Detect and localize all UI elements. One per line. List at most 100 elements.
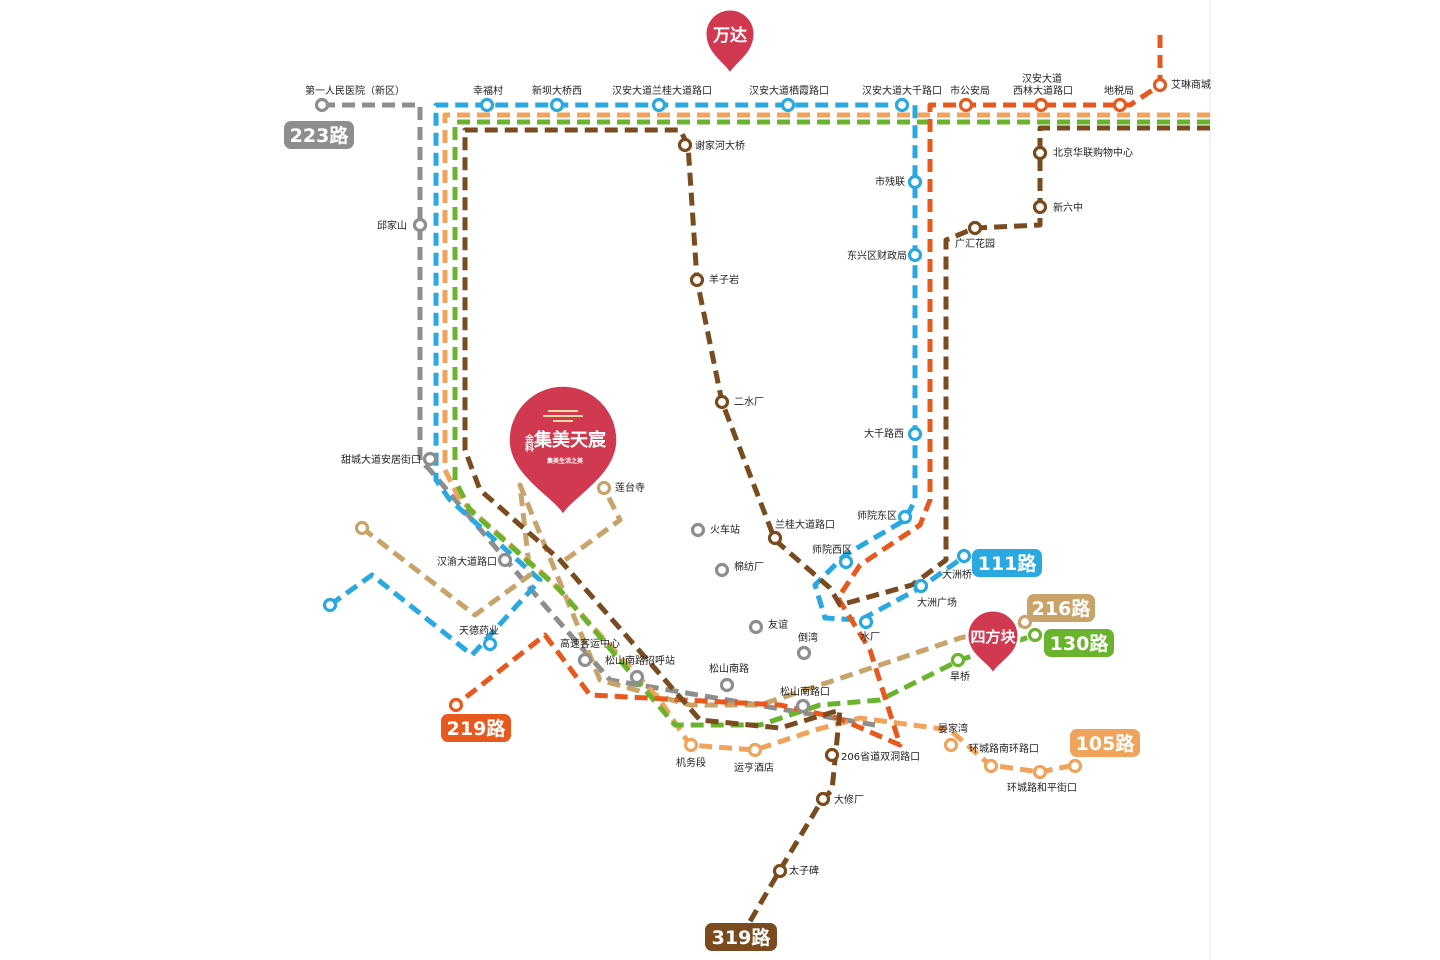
pin-label: 万达	[712, 25, 747, 46]
stop-label: 第一人民医院（新区）	[305, 84, 405, 97]
stops	[314, 77, 1168, 879]
stop-marker	[354, 520, 370, 536]
stop-marker	[596, 480, 612, 496]
stop-labels: 第一人民医院（新区） 幸福村 新坝大桥西 汉安大道兰桂大道路口 汉安大道栖霞路口…	[305, 72, 1211, 877]
stop-label: 汉安大道兰桂大道路口	[612, 84, 712, 97]
stop-marker	[629, 669, 645, 685]
stop-label: 师院东区	[857, 509, 897, 522]
stop-marker	[1032, 145, 1048, 161]
stop-label: 松山南路口	[780, 685, 830, 698]
stop-marker	[422, 451, 438, 467]
stop-marker	[913, 578, 929, 594]
pin-wanda[interactable]: 万达	[703, 7, 757, 80]
route-319-line	[462, 125, 1210, 932]
route-badge-bg	[1027, 594, 1095, 622]
stop-marker	[967, 220, 983, 236]
stop-marker	[950, 652, 966, 668]
stop-marker	[412, 217, 428, 233]
route-130-line	[452, 119, 1210, 728]
stop-marker	[690, 522, 706, 538]
stop-label: 羊子岩	[709, 273, 739, 286]
stop-marker	[577, 652, 593, 668]
stop-marker	[958, 97, 974, 113]
route-badge-216: 216路	[1027, 594, 1095, 622]
map-pin-icon	[703, 7, 757, 80]
stop-marker	[714, 562, 730, 578]
stop-label: 大修厂	[834, 793, 864, 806]
stop-label: 北京华联购物中心	[1053, 146, 1133, 159]
stop-marker	[748, 619, 764, 635]
route-badge-label: 111路	[978, 552, 1038, 575]
stop-marker	[1067, 758, 1083, 774]
stop-label: 倒湾	[798, 631, 818, 644]
stop-label: 机务段	[676, 756, 706, 769]
route-badge-111: 111路	[972, 549, 1042, 577]
stop-label: 兰桂大道路口	[775, 518, 835, 531]
stop-label: 206省道双洞路口	[841, 750, 920, 763]
stop-marker	[894, 97, 910, 113]
stop-marker	[858, 614, 874, 630]
stop-marker	[838, 554, 854, 570]
stop-label: 市残联	[875, 175, 905, 188]
project-slogan-label: 集美生活之美	[546, 457, 584, 465]
stop-label: 运亨酒店	[734, 761, 774, 774]
stop-label: 大千路西	[864, 427, 904, 440]
route-badge-label: 319路	[712, 926, 772, 949]
route-badge-bg	[441, 714, 511, 742]
stop-marker	[1033, 97, 1049, 113]
stop-marker	[907, 247, 923, 263]
route-badge-bg	[705, 923, 777, 951]
project-brand-label: 金科	[523, 433, 535, 453]
stop-marker	[824, 747, 840, 763]
route-badge-219: 219路	[441, 714, 511, 742]
map-pin-icon	[506, 383, 620, 522]
stop-label: 松山南路招呼站	[605, 654, 675, 667]
stop-label: 汉安大道栖霞路口	[749, 84, 829, 97]
stop-label: 新六中	[1053, 201, 1083, 214]
stop-label: 旱桥	[950, 671, 970, 683]
stop-label: 松山南路	[709, 662, 749, 675]
stop-label: 友谊	[768, 618, 788, 631]
pin-label: 四方块	[970, 628, 1016, 646]
stop-label: 汉渝大道路口	[437, 555, 497, 568]
stop-label: 晏家湾	[938, 722, 968, 735]
stop-marker	[907, 426, 923, 442]
stop-marker	[772, 863, 788, 879]
route-badge-bg	[1044, 629, 1114, 657]
stop-label: 水厂	[860, 631, 880, 643]
stop-marker	[497, 552, 513, 568]
route-badge-105: 105路	[1070, 729, 1140, 757]
route-badge-bg	[972, 549, 1042, 577]
stop-marker	[1017, 614, 1033, 630]
stop-marker	[907, 174, 923, 190]
stop-label: 市公安局	[950, 84, 990, 97]
stop-marker	[747, 742, 763, 758]
stop-marker	[1112, 97, 1128, 113]
stop-label: 汉安大道	[1022, 72, 1062, 85]
route-badge-319: 319路	[705, 923, 777, 951]
stop-marker	[1152, 77, 1168, 93]
route-badge-bg	[1070, 729, 1140, 757]
stop-marker	[314, 97, 330, 113]
stop-marker	[322, 597, 338, 613]
stop-label: 高速客运中心	[560, 637, 620, 650]
stop-marker	[651, 97, 667, 113]
route-219-line	[454, 35, 1163, 748]
stop-marker	[482, 636, 498, 652]
pin-project[interactable]: 金科 集美天宸 集美生活之美	[506, 383, 620, 522]
pin-sifangkuai[interactable]: 四方块	[965, 608, 1021, 680]
route-badge-bg	[284, 121, 354, 149]
stop-marker	[683, 737, 699, 753]
stop-marker	[983, 758, 999, 774]
stop-marker	[780, 97, 796, 113]
route-badge-label: 223路	[290, 124, 350, 147]
stop-label: 谢家河大桥	[695, 139, 745, 152]
route-badge-130: 130路	[1044, 629, 1114, 657]
stop-marker	[677, 137, 693, 153]
stop-marker	[719, 677, 735, 693]
stop-marker	[714, 394, 730, 410]
stop-marker	[1032, 764, 1048, 780]
project-emblem-icon	[543, 410, 583, 422]
stop-label: 艾琳商城	[1171, 78, 1211, 91]
